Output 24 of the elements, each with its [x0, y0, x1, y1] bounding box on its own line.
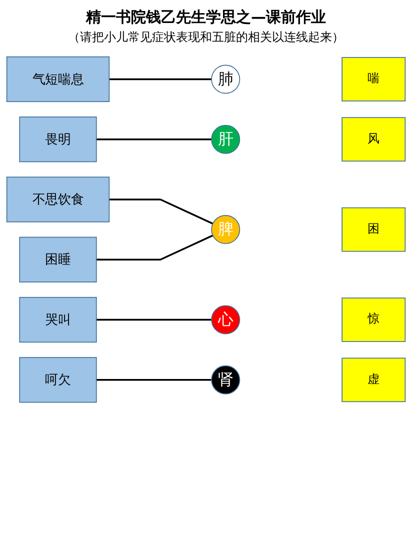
node-box: 不思饮食: [6, 176, 110, 222]
node-box: 困睡: [19, 236, 97, 282]
node-circle: 肾: [211, 365, 240, 394]
node-box: 畏明: [19, 116, 97, 162]
node-box: 虚: [342, 358, 406, 402]
connector: [109, 78, 212, 80]
node-box: 喘: [342, 57, 406, 102]
node-circle: 肺: [211, 64, 240, 94]
node-circle: 肝: [211, 124, 240, 154]
connector: [109, 198, 214, 224]
node-box: 困: [342, 207, 406, 252]
node-circle: 脾: [211, 215, 240, 244]
connector: [96, 138, 212, 140]
node-box: 呵欠: [19, 357, 97, 403]
node-box: 气短喘息: [6, 56, 110, 102]
node-circle: 心: [211, 305, 240, 334]
title: 精一书院钱乙先生学思之—课前作业: [84, 8, 327, 27]
node-box: 哭叫: [19, 296, 97, 343]
node-box: 风: [342, 117, 406, 162]
connector: [96, 234, 214, 260]
connector: [96, 379, 212, 381]
node-box: 惊: [342, 298, 406, 342]
instruction-note: （请把小儿常见症状表现和五脏的相关以连线起来）: [67, 29, 345, 46]
connector: [96, 318, 212, 321]
